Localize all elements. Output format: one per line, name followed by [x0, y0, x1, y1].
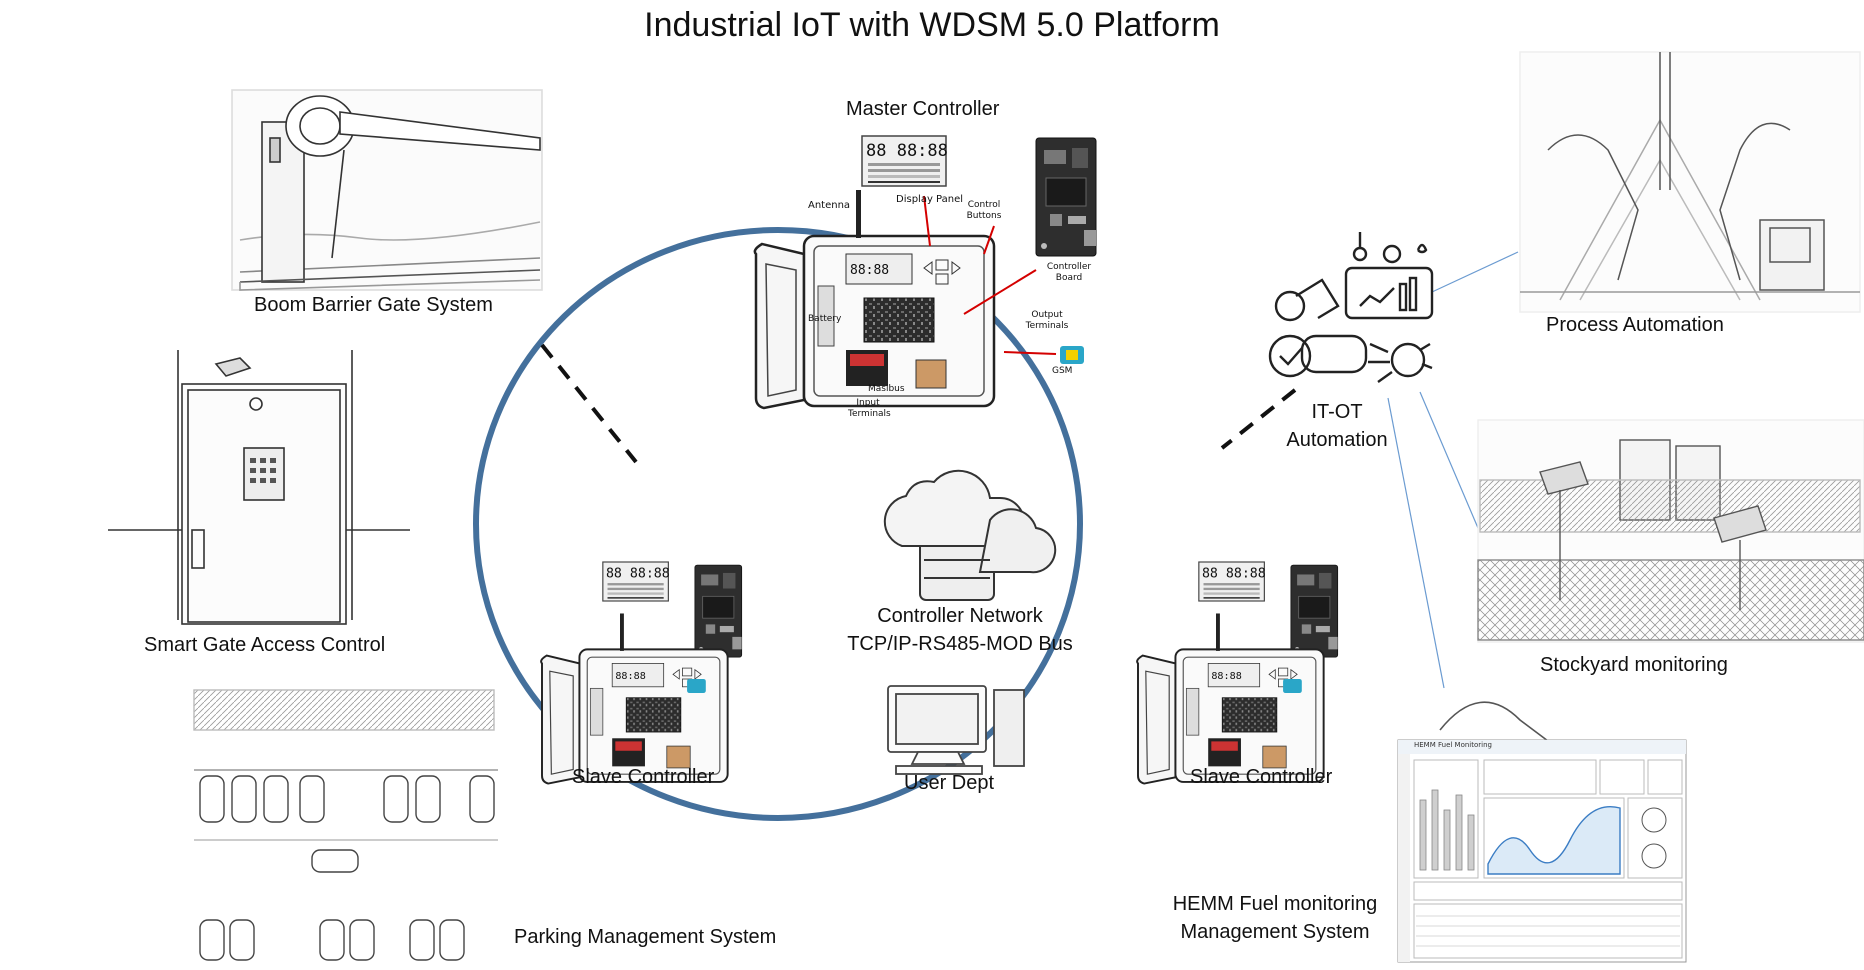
- label-process-automation: Process Automation: [1546, 314, 1724, 336]
- label-itot: IT-OT Automation: [1272, 398, 1402, 454]
- process-automation-illustration: [1519, 51, 1861, 313]
- label-user-dept: User Dept: [904, 772, 995, 794]
- hemm-dashboard-illustration: [1397, 701, 1687, 963]
- label-controller-board: Controller Board: [1046, 262, 1092, 284]
- dashboard-title: HEMM Fuel Monitoring: [1414, 741, 1492, 749]
- label-controller-board-2: Board: [1055, 273, 1083, 283]
- label-network-line2: TCP/IP-RS485-MOD Bus: [847, 633, 1073, 655]
- boom-barrier-illustration: [231, 89, 543, 291]
- label-slave-controller-left: Slave Controller: [572, 766, 715, 788]
- user-computer-icon: [887, 685, 1025, 775]
- stockyard-illustration: [1477, 419, 1864, 643]
- label-control-buttons-1: Control: [967, 200, 1001, 210]
- label-control-buttons-2: Buttons: [966, 211, 1002, 221]
- label-stockyard: Stockyard monitoring: [1540, 654, 1728, 676]
- label-output-terminals-1: Output: [1031, 310, 1063, 320]
- smart-gate-illustration: [108, 350, 410, 625]
- label-masibus: Masibus: [868, 384, 905, 394]
- label-network-line1: Controller Network: [877, 605, 1043, 627]
- label-parking: Parking Management System: [514, 926, 777, 948]
- cloud-server-icon: [883, 469, 1057, 601]
- label-itot-line2: Automation: [1286, 429, 1388, 451]
- label-battery: Battery: [808, 314, 842, 324]
- controller-ring: [473, 227, 1083, 821]
- itot-connectors: [1387, 251, 1519, 689]
- itot-automation-icon: [1268, 232, 1434, 383]
- label-boom-barrier: Boom Barrier Gate System: [254, 294, 493, 316]
- itot-link: [1220, 388, 1297, 450]
- diagram-title: Industrial IoT with WDSM 5.0 Platform: [644, 6, 1220, 44]
- label-output-terminals-2: Terminals: [1025, 321, 1069, 331]
- label-hemm: HEMM Fuel monitoring Management System: [1150, 890, 1400, 946]
- label-hemm-line1: HEMM Fuel monitoring: [1172, 893, 1378, 915]
- label-output-terminals: Output Terminals: [1024, 310, 1070, 332]
- label-input-terminals-1: Input: [856, 398, 880, 408]
- label-hemm-line2: Management System: [1180, 921, 1370, 943]
- label-itot-line1: IT-OT: [1311, 401, 1363, 423]
- label-display-panel: Display Panel: [896, 194, 964, 205]
- label-input-terminals: Input Terminals: [848, 398, 891, 420]
- label-slave-controller-right: Slave Controller: [1190, 766, 1333, 788]
- master-controller-illustration: [753, 135, 1097, 410]
- label-input-terminals-2: Terminals: [848, 409, 891, 419]
- parking-illustration: [193, 689, 498, 961]
- label-controller-board-1: Controller: [1046, 262, 1092, 272]
- label-control-buttons: Control Buttons: [964, 200, 1004, 222]
- slave-controller-right-illustration: [1136, 561, 1339, 785]
- label-gsm: GSM: [1052, 366, 1073, 376]
- boom-barrier-link: [540, 343, 638, 464]
- slave-controller-left-illustration: [540, 561, 743, 785]
- label-smart-gate: Smart Gate Access Control: [144, 634, 386, 656]
- label-master-controller: Master Controller: [846, 98, 1000, 120]
- label-antenna: Antenna: [808, 200, 851, 211]
- label-controller-network: Controller Network TCP/IP-RS485-MOD Bus: [820, 602, 1100, 658]
